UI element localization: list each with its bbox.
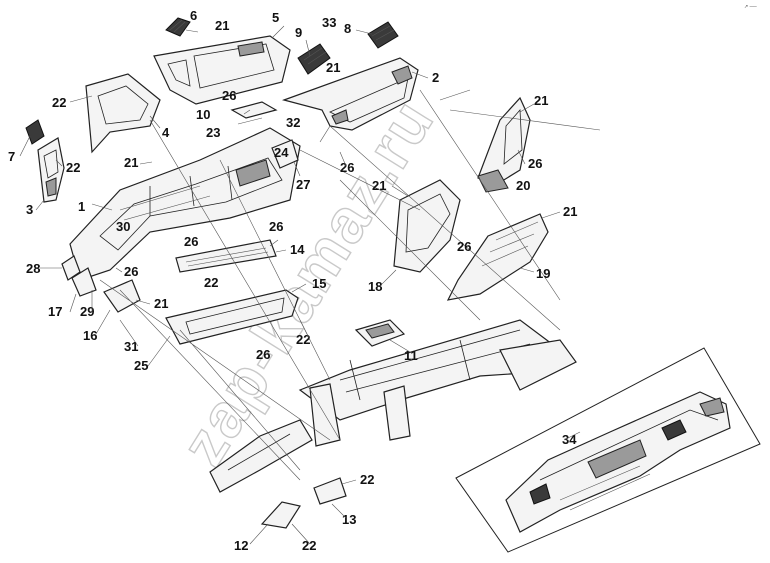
part-3-side-trim	[37, 137, 65, 203]
callout-21: 21	[563, 204, 577, 219]
callout-17: 17	[48, 304, 62, 319]
callout-20: 20	[516, 178, 530, 193]
callout-19: 19	[536, 266, 550, 281]
callout-25: 25	[134, 358, 148, 373]
part-20-side-bracket	[477, 96, 531, 193]
callout-22: 22	[52, 95, 66, 110]
callout-22: 22	[66, 160, 80, 175]
callout-8: 8	[344, 21, 351, 36]
callout-22: 22	[360, 472, 374, 487]
callout-22: 22	[302, 538, 316, 553]
callout-34: 34	[562, 432, 577, 447]
callout-18: 18	[368, 279, 382, 294]
part-5-cluster-housing	[153, 35, 291, 105]
callout-1: 1	[78, 199, 85, 214]
part-9-air-vent	[297, 43, 331, 75]
part-7-air-vent	[25, 119, 45, 145]
callout-21: 21	[372, 178, 386, 193]
part-1-dashboard-frame	[69, 127, 301, 281]
callout-30: 30	[116, 219, 130, 234]
callout-26: 26	[222, 88, 236, 103]
part-15-lower-panel	[165, 289, 299, 345]
part-28-clip	[61, 255, 81, 281]
part-4-bezel	[85, 73, 161, 154]
callout-31: 31	[124, 339, 138, 354]
callout-4: 4	[162, 125, 170, 140]
part-12-cover	[260, 501, 301, 529]
callout-22: 22	[204, 275, 218, 290]
callout-14: 14	[290, 242, 305, 257]
corner-mark: ↗ ──	[744, 4, 757, 10]
part-16-trim	[103, 279, 141, 313]
callout-26: 26	[256, 347, 270, 362]
callout-32: 32	[286, 115, 300, 130]
callout-28: 28	[26, 261, 40, 276]
callout-26: 26	[457, 239, 471, 254]
callout-29: 29	[80, 304, 94, 319]
callout-2: 2	[432, 70, 439, 85]
leader-lines	[99, 89, 601, 481]
callout-21: 21	[534, 93, 548, 108]
part-10-cover	[230, 101, 278, 119]
callout-12: 12	[234, 538, 248, 553]
part-11-tray	[354, 319, 406, 347]
callout-6: 6	[190, 8, 197, 23]
callout-24: 24	[274, 145, 289, 160]
callout-21: 21	[154, 296, 168, 311]
callout-10: 10	[196, 107, 210, 122]
callout-13: 13	[342, 512, 356, 527]
part-17-bracket	[71, 267, 97, 297]
callout-26: 26	[124, 264, 138, 279]
callout-3: 3	[26, 202, 33, 217]
callout-21: 21	[124, 155, 138, 170]
callout-11: 11	[404, 348, 418, 363]
part-8-air-vent	[367, 21, 399, 49]
callout-9: 9	[295, 25, 302, 40]
cross-car-beam	[298, 319, 577, 447]
callout-leaders	[19, 25, 581, 545]
part-24-bracket	[271, 139, 299, 169]
callout-21: 21	[215, 18, 229, 33]
part-2-upper-panel	[281, 57, 419, 131]
callout-7: 7	[8, 149, 15, 164]
callout-23: 23	[206, 125, 220, 140]
inset-assembled-dashboard	[455, 347, 761, 553]
callout-26: 26	[184, 234, 198, 249]
callout-33: 33	[322, 15, 336, 30]
callout-labels: 6 21 5 33 9 8 21 2 22 26 10 4 23 32 21 7…	[8, 8, 577, 553]
part-14-grille	[175, 239, 277, 273]
callout-15: 15	[312, 276, 326, 291]
callout-5: 5	[272, 10, 279, 25]
callout-26: 26	[528, 156, 542, 171]
callout-21: 21	[326, 60, 340, 75]
part-18-glove-box	[393, 179, 461, 273]
callout-16: 16	[83, 328, 97, 343]
callout-22: 22	[296, 332, 310, 347]
part-frame-left	[209, 419, 313, 493]
callout-26: 26	[340, 160, 354, 175]
part-19-glove-lid	[446, 213, 549, 301]
callout-27: 27	[296, 177, 310, 192]
part-6-air-vent	[165, 17, 191, 37]
part-13-cover	[313, 477, 347, 505]
callout-26: 26	[269, 219, 283, 234]
